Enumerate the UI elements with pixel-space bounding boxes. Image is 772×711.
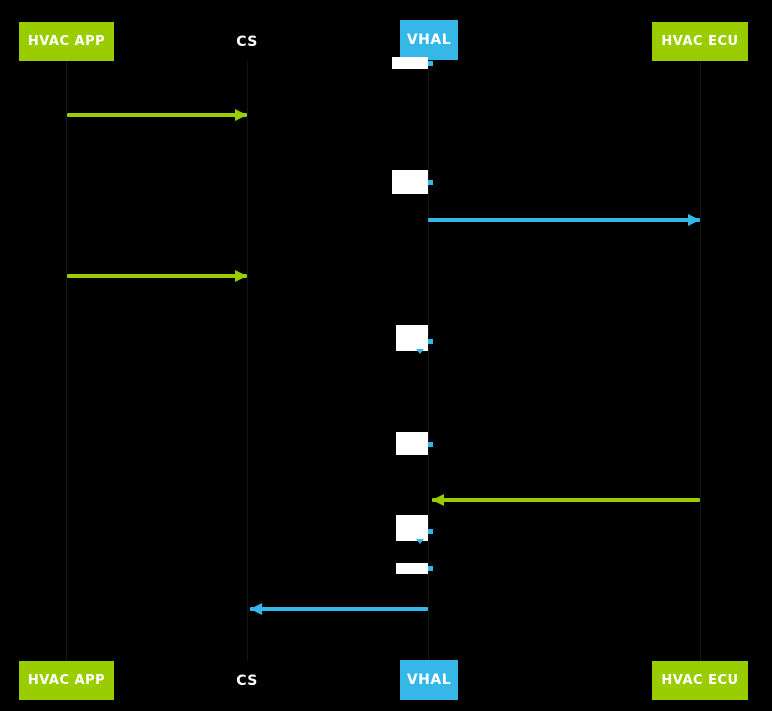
vhal-activation-2	[392, 170, 428, 194]
participant-hvac-ecu-bottom[interactable]: HVAC ECU	[652, 661, 748, 700]
vhal-activation-3-self-call-arrow-icon	[416, 349, 424, 354]
participant-hvac-ecu-top[interactable]: HVAC ECU	[652, 22, 748, 61]
message-vhal-to-cs-shaft	[250, 607, 428, 611]
message-vhal-to-cs-arrowhead-icon	[250, 603, 262, 615]
message-app-to-cs-2-arrowhead-icon	[235, 270, 247, 282]
vhal-activation-4	[396, 432, 428, 455]
message-ecu-to-vhal-shaft	[432, 498, 700, 502]
vhal-activation-2-return-tick-icon	[428, 180, 433, 185]
participant-vhal-bottom[interactable]: VHAL	[400, 660, 458, 700]
message-app-to-cs-1-arrowhead-icon	[235, 109, 247, 121]
participant-cs-bottom[interactable]: CS	[236, 672, 258, 689]
vhal-activation-6	[396, 563, 428, 574]
message-vhal-to-ecu-shaft	[428, 218, 700, 222]
lifeline-hvac-ecu	[700, 61, 701, 661]
message-ecu-to-vhal-arrowhead-icon	[432, 494, 444, 506]
message-vhal-to-ecu-arrowhead-icon	[688, 214, 700, 226]
participant-hvac-app-top[interactable]: HVAC APP	[19, 22, 114, 61]
vhal-activation-5-self-call-arrow-icon	[416, 539, 424, 544]
message-app-to-cs-2-shaft	[67, 274, 247, 278]
participant-cs-top[interactable]: CS	[236, 33, 258, 50]
vhal-activation-4-return-tick-icon	[428, 442, 433, 447]
vhal-activation-1-return-tick-icon	[428, 61, 433, 66]
lifeline-cs	[247, 61, 248, 661]
vhal-activation-3-return-tick-icon	[428, 339, 433, 344]
participant-hvac-app-bottom[interactable]: HVAC APP	[19, 661, 114, 700]
lifeline-vhal	[428, 60, 429, 660]
vhal-activation-5-return-tick-icon	[428, 529, 433, 534]
participant-vhal-top[interactable]: VHAL	[400, 20, 458, 60]
message-app-to-cs-1-shaft	[67, 113, 247, 117]
vhal-activation-3	[396, 325, 428, 351]
vhal-activation-6-return-tick-icon	[428, 566, 433, 571]
lifeline-hvac-app	[66, 61, 67, 661]
vhal-activation-1	[392, 57, 428, 69]
vhal-activation-5	[396, 515, 428, 541]
